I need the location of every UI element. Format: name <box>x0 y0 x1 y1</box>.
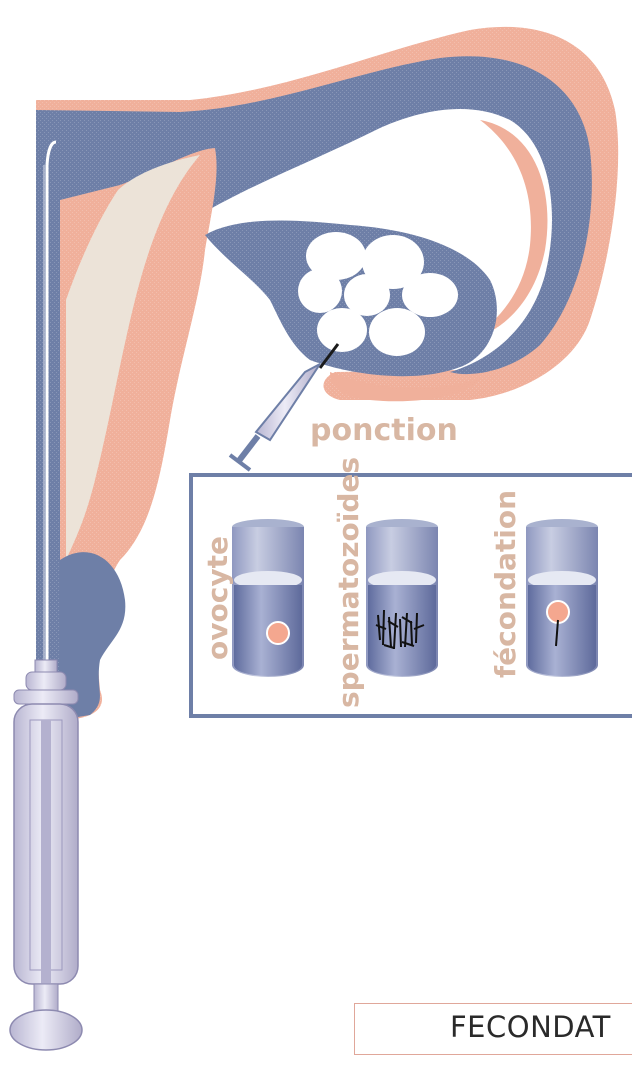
test-tube-icon <box>232 519 304 677</box>
label-ovocyte: ovocyte <box>201 536 234 660</box>
oocyte-icon <box>267 622 289 644</box>
label-ponction: ponction <box>310 413 458 448</box>
label-fecondation: fécondation <box>489 490 522 678</box>
lab-panel: ovocyte spermatozoïdes fécondation <box>191 457 632 716</box>
test-tube-icon <box>526 519 598 677</box>
test-tube-icon <box>366 519 438 677</box>
syringe-icon <box>10 660 82 1050</box>
page-title: FECONDAT <box>450 1010 611 1044</box>
label-spermatozoides: spermatozoïdes <box>332 457 365 708</box>
label-uterus: utérus <box>64 68 167 101</box>
